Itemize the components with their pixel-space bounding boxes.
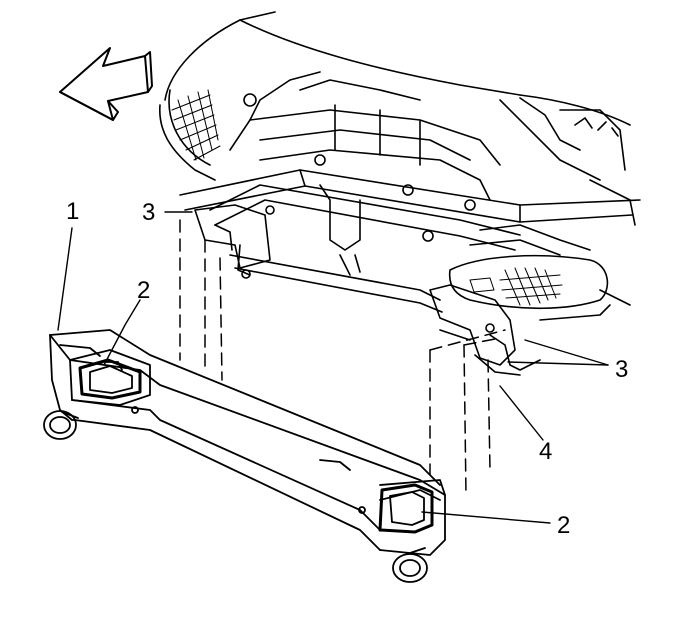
right-duct-mesh bbox=[469, 267, 563, 306]
alignment-leaders bbox=[179, 219, 506, 496]
callout-2-right: 2 bbox=[557, 512, 571, 539]
callout-2-left: 2 bbox=[137, 277, 151, 304]
callout-3-right: 3 bbox=[615, 356, 629, 383]
front-bumper-impact-bar bbox=[43, 329, 446, 583]
right-tow-ring bbox=[392, 547, 428, 583]
left-grille-mesh bbox=[171, 89, 221, 161]
callout-leaders bbox=[57, 211, 609, 524]
callout-3-left: 3 bbox=[142, 199, 156, 226]
left-tow-ring bbox=[43, 410, 79, 440]
callout-1: 1 bbox=[66, 198, 80, 225]
radiator-support-assembly bbox=[159, 11, 641, 376]
callout-4: 4 bbox=[539, 438, 553, 465]
front-direction-arrow-icon bbox=[59, 47, 153, 121]
